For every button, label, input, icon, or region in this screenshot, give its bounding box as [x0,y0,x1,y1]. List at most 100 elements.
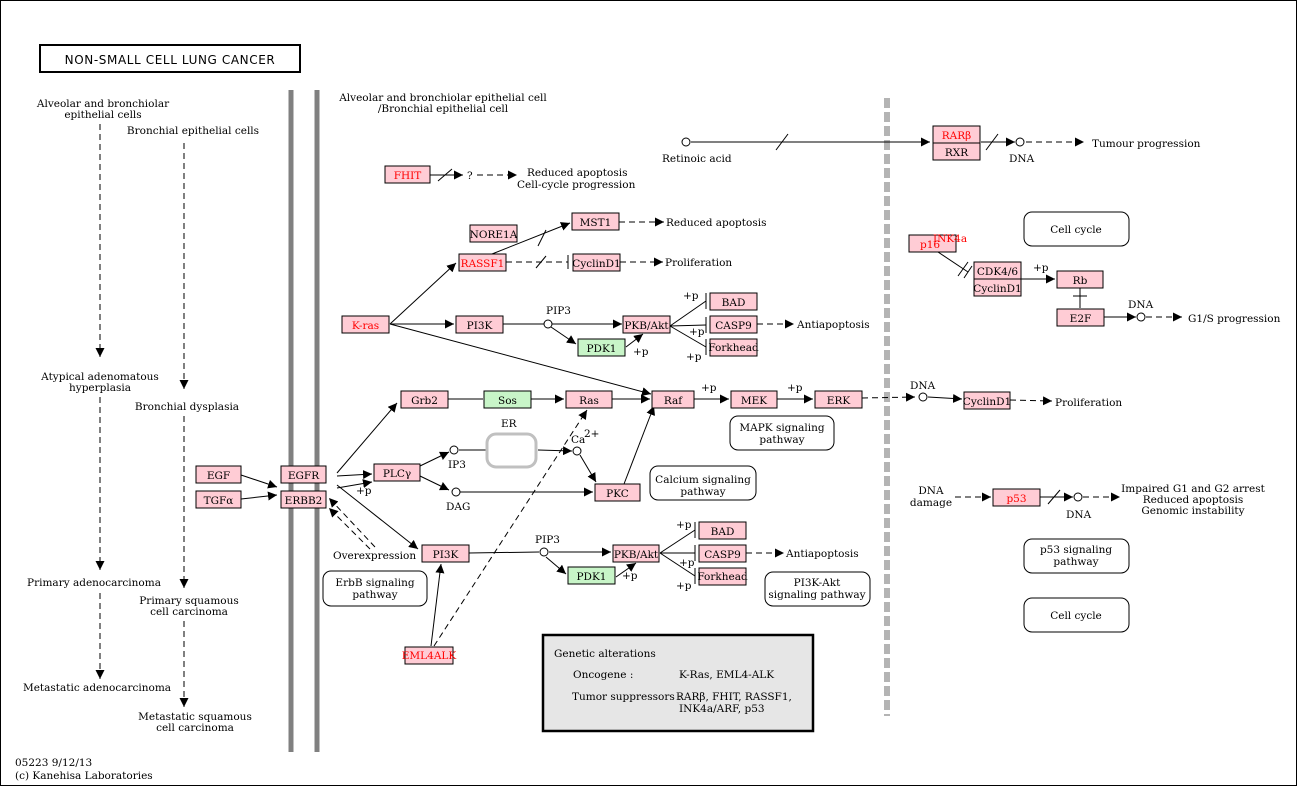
gene-mek-label: MEK [741,395,767,407]
gene-tgfa[interactable]: TGFα [195,490,242,509]
gene-mek[interactable]: MEK [730,390,778,409]
gene-pdk1[interactable]: PDK1 [577,338,626,357]
gene-pkbakt-lower[interactable]: PKB/Akt [612,544,660,563]
gene-erbb2-label: ERBB2 [285,495,323,507]
overexpression-arrow [328,507,371,550]
phosphorylation-label: +p [676,580,692,592]
pathway-link-cell-cycle-label: Cell cycle [1050,224,1102,236]
gene-egfr[interactable]: EGFR [280,465,327,484]
gene-pkc[interactable]: PKC [594,483,641,502]
gene-cyclind1[interactable]: CyclinD1 [572,253,621,272]
gene-pi3k[interactable]: PI3K [455,315,504,334]
pathway-link-erbb-label: ErbB signaling [335,577,414,589]
pathway-link-cell-cycle-2-label: Cell cycle [1050,610,1102,622]
title-box [39,44,301,73]
gene-sos[interactable]: Sos [483,390,532,409]
gene-bad[interactable]: BAD [709,292,758,311]
gene-pi3k-lower-label: PI3K [433,549,459,561]
compound-ip3[interactable] [449,445,459,455]
gene-casp9[interactable]: CASP9 [709,315,758,334]
gene-fhit[interactable]: FHIT [384,165,431,184]
inhibition-mark [437,168,453,182]
gene-forkhead[interactable]: Forkhead [708,338,759,357]
activation-arrow [389,262,457,325]
gene-grb2[interactable]: Grb2 [400,390,449,409]
gene-erbb2[interactable]: ERBB2 [280,490,327,509]
gene-erk-label: ERK [827,395,851,407]
cell-header-2: /Bronchial epithelial cell [378,103,509,115]
compound-pip3-lower[interactable] [539,547,549,557]
gene-p53[interactable]: p53 [992,488,1041,507]
gene-grb2-label: Grb2 [411,395,438,407]
arrest-label-2: Reduced apoptosis [1143,494,1243,506]
origin-alveolar-label: Alveolar and bronchiolar [36,98,170,110]
gene-egf[interactable]: EGF [195,465,242,484]
gene-cdk46[interactable]: CDK4/6 [973,261,1022,280]
gene-cyclind1-nuclear-label: CyclinD1 [963,396,1011,408]
gene-forkhead-lower[interactable]: Forkhead [697,567,748,586]
endoplasmic-reticulum [485,432,538,469]
activation-arrow [550,326,577,345]
compound-pip3[interactable] [543,319,553,329]
gene-rxr[interactable]: RXR [932,142,981,161]
reduced-apoptosis-cc-label: Reduced apoptosis [527,167,627,179]
gene-nore1a[interactable]: NORE1A [469,224,518,243]
unknown-label: ? [467,170,473,182]
inhibition-mark [537,229,547,247]
gene-kras[interactable]: K-ras [341,315,390,334]
compound-retinoic-acid[interactable] [681,137,691,147]
gene-ras[interactable]: Ras [565,390,613,409]
gene-raf[interactable]: Raf [651,390,695,409]
activation-arrow [389,323,652,397]
gene-plcg[interactable]: PLCγ [373,463,421,482]
gene-cyclind1-nuclear[interactable]: CyclinD1 [963,391,1011,410]
compound-dna-p53[interactable] [1073,492,1083,502]
indirect-arrow [861,392,916,402]
ca-superscript: 2+ [584,428,599,440]
gene-eml4alk[interactable]: EML4ALK [402,646,457,665]
gene-pkbakt[interactable]: PKB/Akt [622,315,671,334]
g1s-progression-label: G1/S progression [1188,313,1281,325]
gene-bad-lower[interactable]: BAD [698,521,747,540]
gene-tgfa-label: TGFα [204,495,234,507]
retinoic-acid-label: Retinoic acid [662,153,732,165]
activation-arrow [240,474,278,489]
gene-mst1[interactable]: MST1 [571,212,620,231]
gene-rassf1[interactable]: RASSF1 [458,253,507,272]
gene-ras-label: Ras [579,395,599,407]
inhibition-edge [669,325,707,348]
gene-casp9-lower[interactable]: CASP9 [698,544,747,563]
activation-arrow [336,484,419,550]
pathway-link-cell-cycle-2[interactable]: Cell cycle [1023,597,1130,633]
gene-rarb[interactable]: RARβ [932,125,981,144]
activation-arrow [419,475,450,491]
compound-dna[interactable] [918,392,928,402]
gene-pdk1-lower[interactable]: PDK1 [567,566,616,585]
gene-e2f-label: E2F [1070,313,1092,325]
compound-dna-rar[interactable] [1015,137,1025,147]
gene-products: FHIT NORE1A MST1 RASSF1 CyclinD1 K-ras P… [195,125,1105,665]
compound-ca2[interactable] [572,446,582,456]
dna-damage-label: DNA [918,485,944,497]
gene-e2f[interactable]: E2F [1056,308,1105,327]
gene-pi3k-lower[interactable]: PI3K [421,544,470,563]
edge [468,551,540,554]
metastatic-adenocarcinoma-label: Metastatic adenocarcinoma [23,682,171,694]
gene-rb[interactable]: Rb [1056,270,1104,289]
compound-dag[interactable] [451,487,461,497]
phosphorylation-label: +p [701,382,717,394]
compound-dna-e2f[interactable] [1136,312,1146,322]
inhibition-mark [1047,489,1061,505]
gene-erk[interactable]: ERK [814,390,863,409]
phosphorylation-label: +p [633,346,649,358]
activation-arrow [430,563,445,647]
gene-cyclind1-complex[interactable]: CyclinD1 [973,278,1022,297]
pathway-link-cell-cycle[interactable]: Cell cycle [1023,211,1130,247]
